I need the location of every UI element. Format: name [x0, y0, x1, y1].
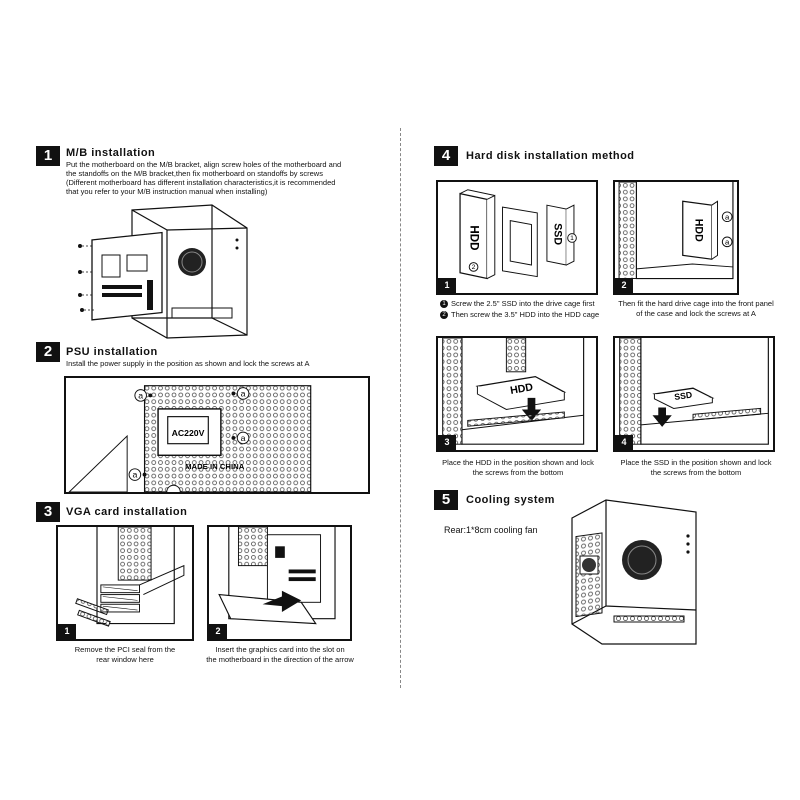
- mb-installation-illustration: [78, 204, 248, 339]
- note-text: Then screw the 3.5" HDD into the HDD cag…: [451, 310, 600, 319]
- ssd-label: SSD: [552, 223, 564, 245]
- psu-illustration: AC220V MADE IN CHINA a a a a: [64, 376, 370, 494]
- cooling-system-illustration: [571, 499, 697, 645]
- screw-marker-a: a: [725, 213, 730, 222]
- ssd-label: SSD: [674, 390, 693, 402]
- section-1-number: 1: [36, 146, 60, 166]
- section-1-title: M/B installation: [66, 147, 156, 159]
- section-2-title: PSU installation: [66, 346, 158, 358]
- note-bullet-2: 2: [440, 311, 448, 320]
- hdd-step-2-image: HDD a a 2: [613, 180, 739, 295]
- hdd-step-1-image: HDD SSD 2 1 1: [436, 180, 598, 295]
- hdd-label: HDD: [692, 219, 704, 242]
- section-1-line: that you refer to your M/B instruction m…: [66, 187, 268, 196]
- hdd-label: HDD: [509, 381, 534, 397]
- hdd-step-3-caption: Place the HDD in the position shown and …: [442, 458, 594, 477]
- hdd-step-3-image: HDD 3: [436, 336, 598, 452]
- vga-step-1-image: 1: [56, 525, 194, 641]
- section-5-number: 5: [434, 490, 458, 510]
- hdd-step-2-caption: Then fit the hard drive cage into the fr…: [618, 299, 774, 318]
- vga-step-1-caption: Remove the PCI seal from the rear window…: [74, 645, 176, 664]
- note-text: Screw the 2.5" SSD into the drive cage f…: [451, 299, 595, 308]
- screw-marker-a: a: [241, 433, 246, 443]
- section-3-title: VGA card installation: [66, 506, 188, 518]
- hdd-step-2-badge: 2: [615, 278, 633, 293]
- screw-marker-a: a: [138, 390, 143, 400]
- section-5-title: Cooling system: [466, 494, 555, 506]
- screw-marker-a: a: [132, 470, 137, 480]
- section-4-number: 4: [434, 146, 458, 166]
- section-2-number: 2: [36, 342, 60, 362]
- section-4-title: Hard disk installation method: [466, 150, 635, 162]
- vga-step-2-image: 2: [207, 525, 352, 641]
- screw-marker-a: a: [241, 388, 246, 398]
- psu-made-in-label: MADE IN CHINA: [185, 462, 245, 471]
- section-3-number: 3: [36, 502, 60, 522]
- psu-label: AC220V: [172, 428, 205, 438]
- hdd-step-4-caption: Place the SSD in the position shown and …: [620, 458, 772, 477]
- section-1-line: (Different motherboard has different ins…: [66, 178, 336, 187]
- vga-step-2-caption: Insert the graphics card into the slot o…: [206, 645, 354, 664]
- hdd-step-3-badge: 3: [438, 435, 456, 450]
- svg-text:2: 2: [472, 264, 476, 271]
- vga-step-1-badge: 1: [58, 624, 76, 639]
- section-1-line: Put the motherboard on the M/B bracket, …: [66, 160, 342, 169]
- section-1-line: the standoffs on the M/B bracket,then fi…: [66, 169, 323, 178]
- svg-text:1: 1: [570, 235, 574, 242]
- hdd-label: HDD: [468, 225, 480, 250]
- screw-marker-a: a: [725, 238, 730, 247]
- vga-step-2-badge: 2: [209, 624, 227, 639]
- page-divider: [400, 128, 401, 688]
- hdd-step-4-image: SSD 4: [613, 336, 775, 452]
- note-bullet-1: 1: [440, 300, 448, 309]
- hdd-step-4-badge: 4: [615, 435, 633, 450]
- section-2-text: Install the power supply in the position…: [66, 359, 310, 368]
- section-5-note: Rear:1*8cm cooling fan: [444, 525, 538, 535]
- hdd-step-1-badge: 1: [438, 278, 456, 293]
